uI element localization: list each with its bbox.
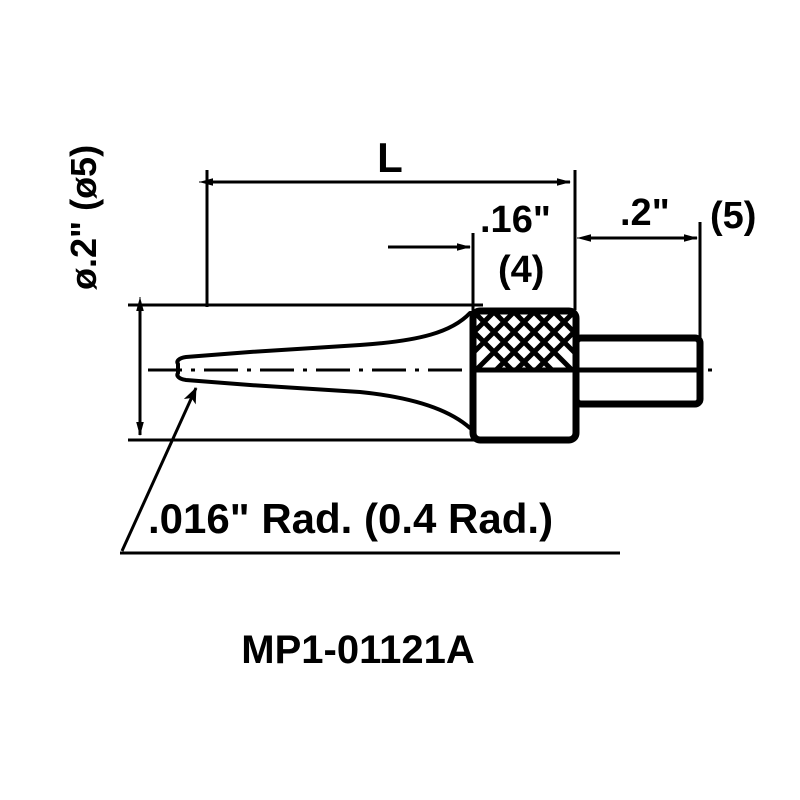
label-overall-length: L: [377, 134, 403, 181]
label-body-diameter: ø.2" (ø5): [63, 145, 104, 290]
label-part-number: MP1-01121A: [241, 628, 474, 672]
label-shank-length-metric: (5): [710, 195, 756, 237]
knurl-pattern: [474, 312, 574, 370]
label-knurl-length-metric: (4): [498, 249, 544, 291]
label-knurl-length-inch: .16": [480, 199, 551, 241]
extension-lines: [120, 170, 702, 555]
knurled-body: [469, 307, 580, 444]
label-shank-length-inch: .2": [620, 192, 670, 234]
leader-line-radius: [120, 387, 198, 552]
dimension-lines: [120, 178, 698, 552]
label-tip-radius: .016" Rad. (0.4 Rad.): [148, 495, 553, 542]
part-geometry: [175, 307, 704, 444]
